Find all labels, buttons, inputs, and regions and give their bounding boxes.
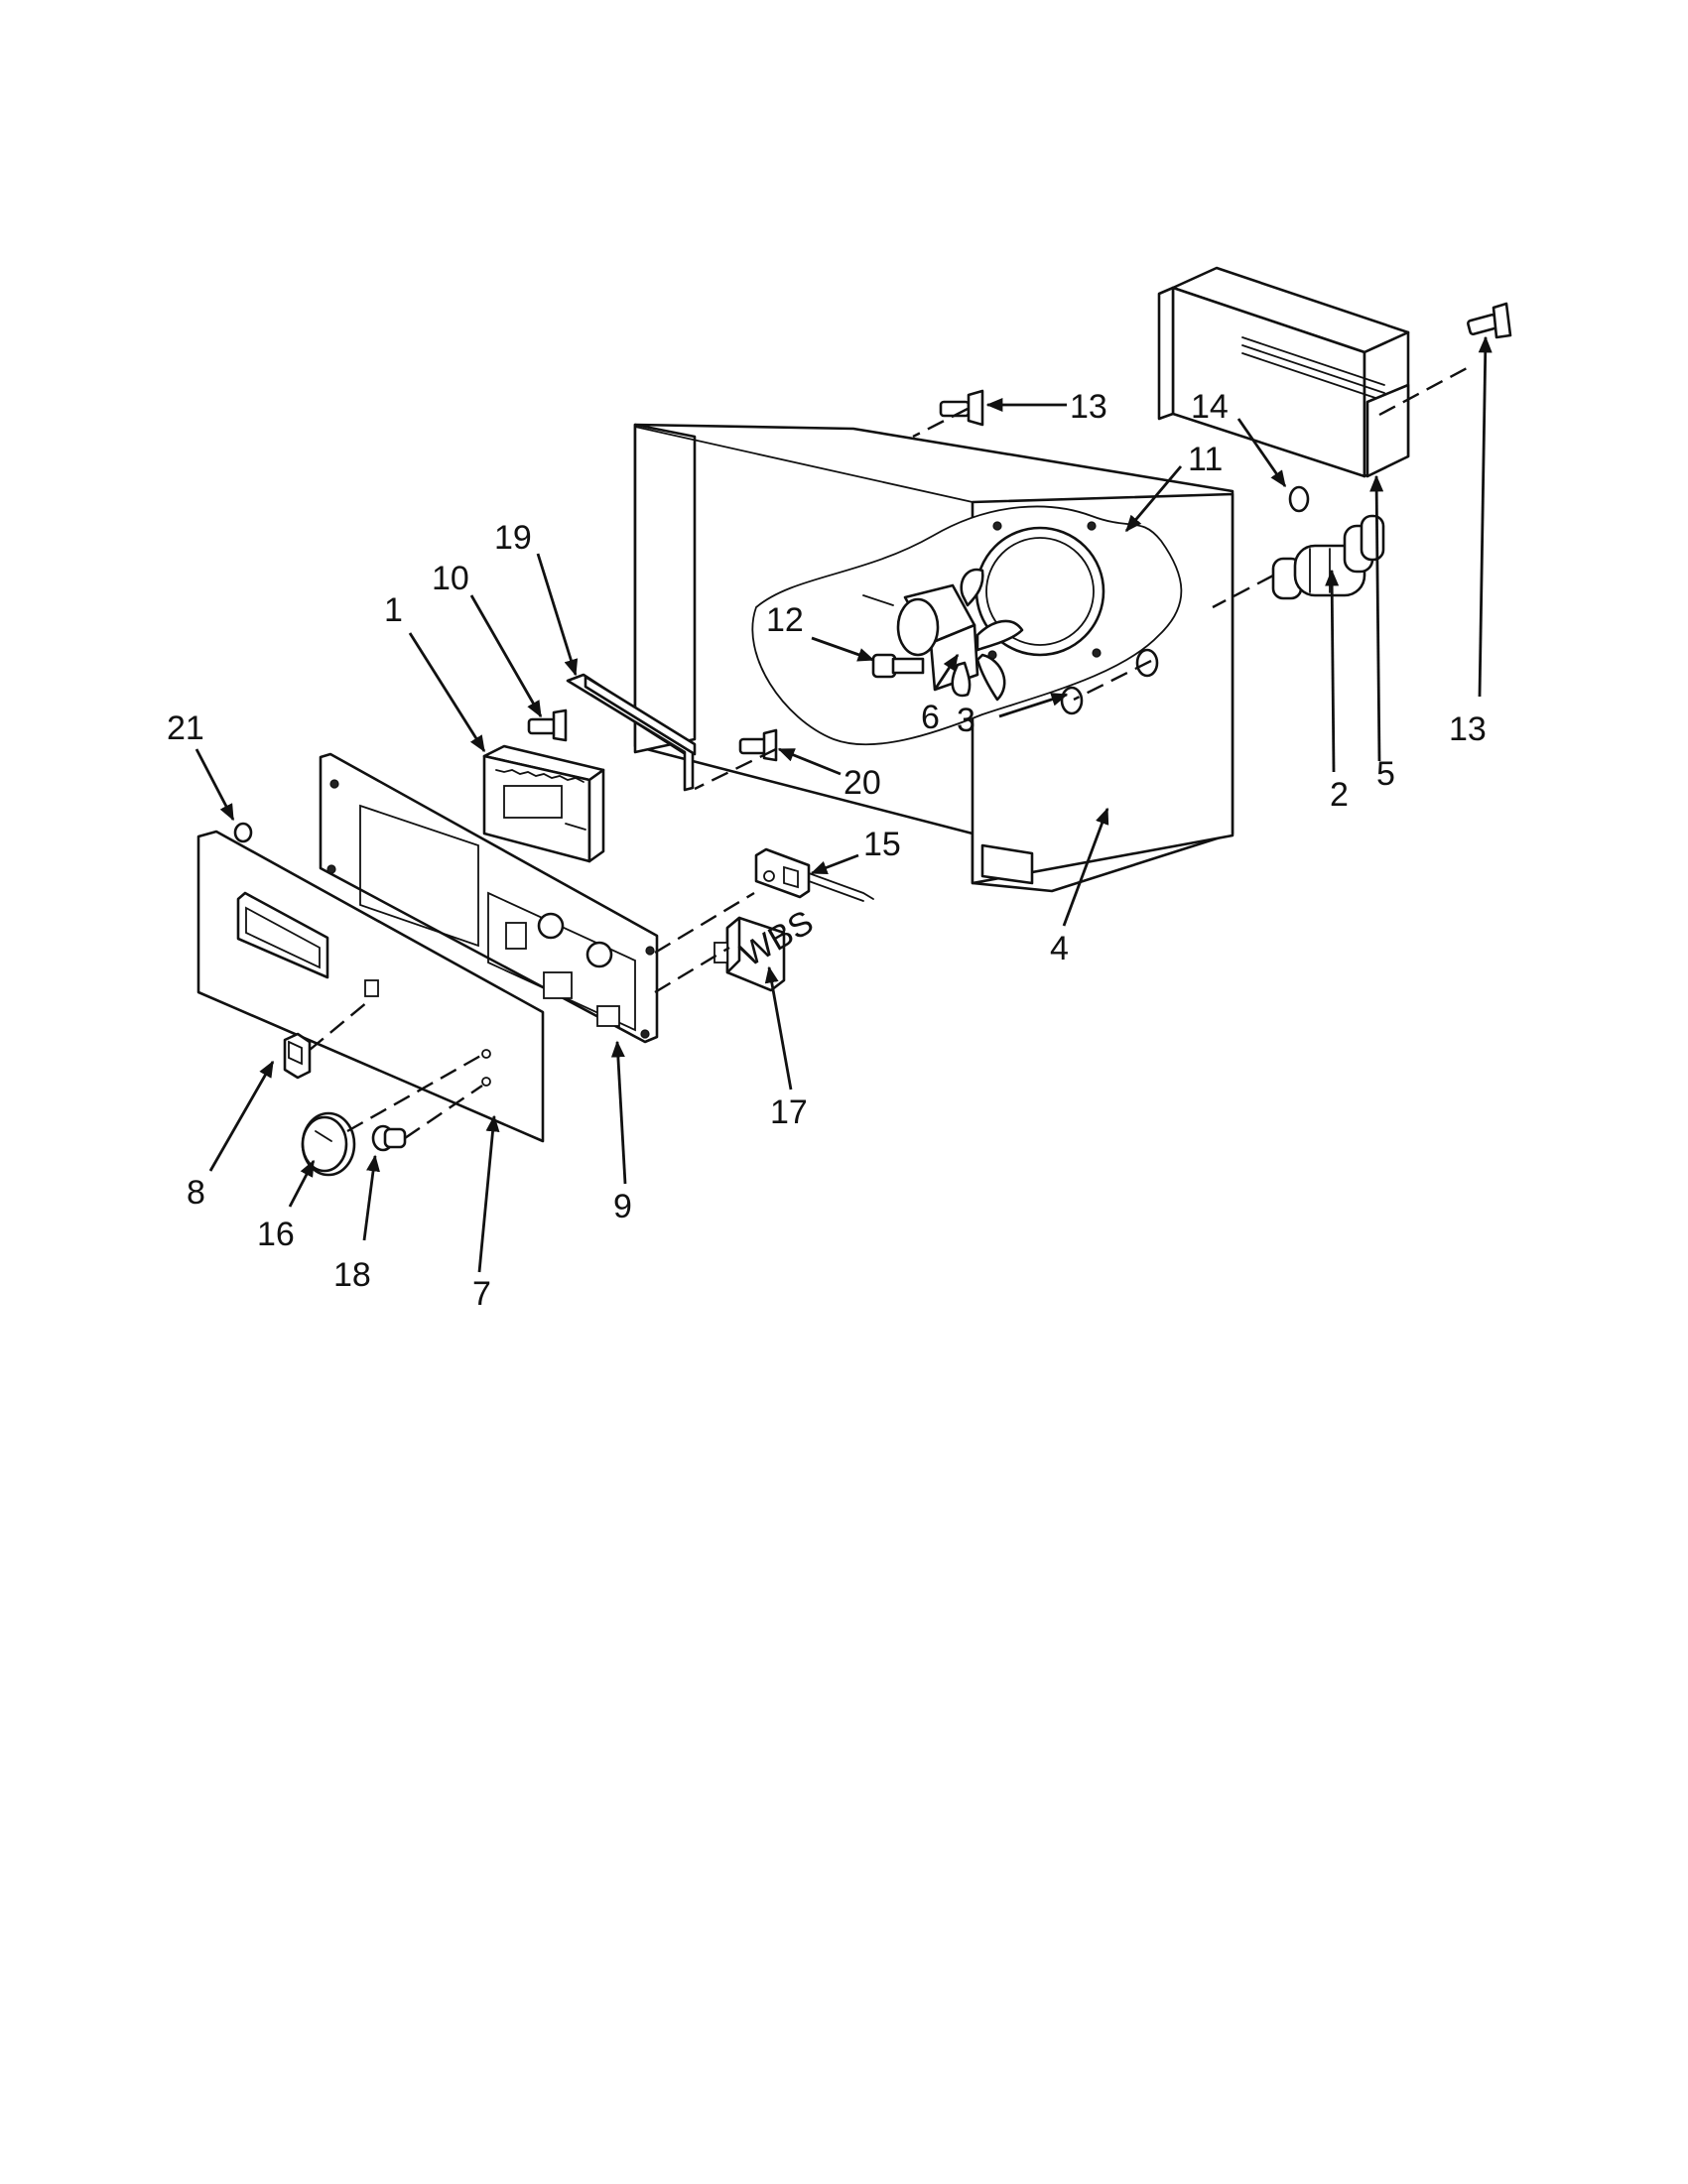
callout-19: 19 (494, 519, 532, 557)
callout-6: 6 (921, 699, 940, 736)
indicator-light (371, 1124, 407, 1152)
thermostat (754, 847, 874, 902)
control-screw (527, 708, 568, 742)
electronic-control (482, 744, 605, 863)
panel-grommet (233, 822, 253, 843)
trim-strip (566, 673, 697, 792)
callout-4: 4 (1050, 930, 1069, 967)
fan-screw (871, 653, 925, 679)
callout-labels: 13 14 11 12 6 3 19 10 1 21 20 15 2 5 13 … (167, 388, 1487, 1313)
callout-17: 17 (770, 1093, 808, 1131)
callout-16: 16 (257, 1216, 295, 1253)
callout-5: 5 (1376, 755, 1395, 793)
callout-20: 20 (844, 764, 881, 802)
callout-9: 9 (613, 1188, 632, 1225)
callout-21: 21 (167, 709, 204, 747)
callout-10: 10 (432, 560, 469, 597)
leader-arrows (195, 335, 1493, 1273)
assembly-lines (309, 365, 1470, 1139)
callout-2: 2 (1330, 776, 1349, 814)
callout-7: 7 (472, 1275, 491, 1313)
screw-top (939, 389, 984, 427)
callout-18: 18 (333, 1256, 371, 1294)
callout-15: 15 (863, 826, 901, 863)
callout-13-right: 13 (1449, 710, 1487, 748)
callout-13-top: 13 (1070, 388, 1107, 426)
callout-1: 1 (384, 591, 403, 629)
rocker-switch (283, 1032, 312, 1080)
callout-11: 11 (1188, 441, 1223, 478)
callout-8: 8 (187, 1174, 205, 1212)
selector-switch: WBS (714, 903, 820, 992)
callout-3: 3 (957, 702, 975, 739)
hole-plug (1288, 485, 1310, 513)
wire-grommet (1271, 514, 1385, 600)
front-control-panel (196, 830, 545, 1143)
screw-right (1467, 302, 1512, 339)
callout-14: 14 (1191, 388, 1229, 426)
control-panel-bracket (319, 752, 659, 1044)
control-knob (301, 1111, 356, 1177)
callout-12: 12 (766, 601, 804, 639)
rear-vent-duct (1157, 266, 1410, 478)
